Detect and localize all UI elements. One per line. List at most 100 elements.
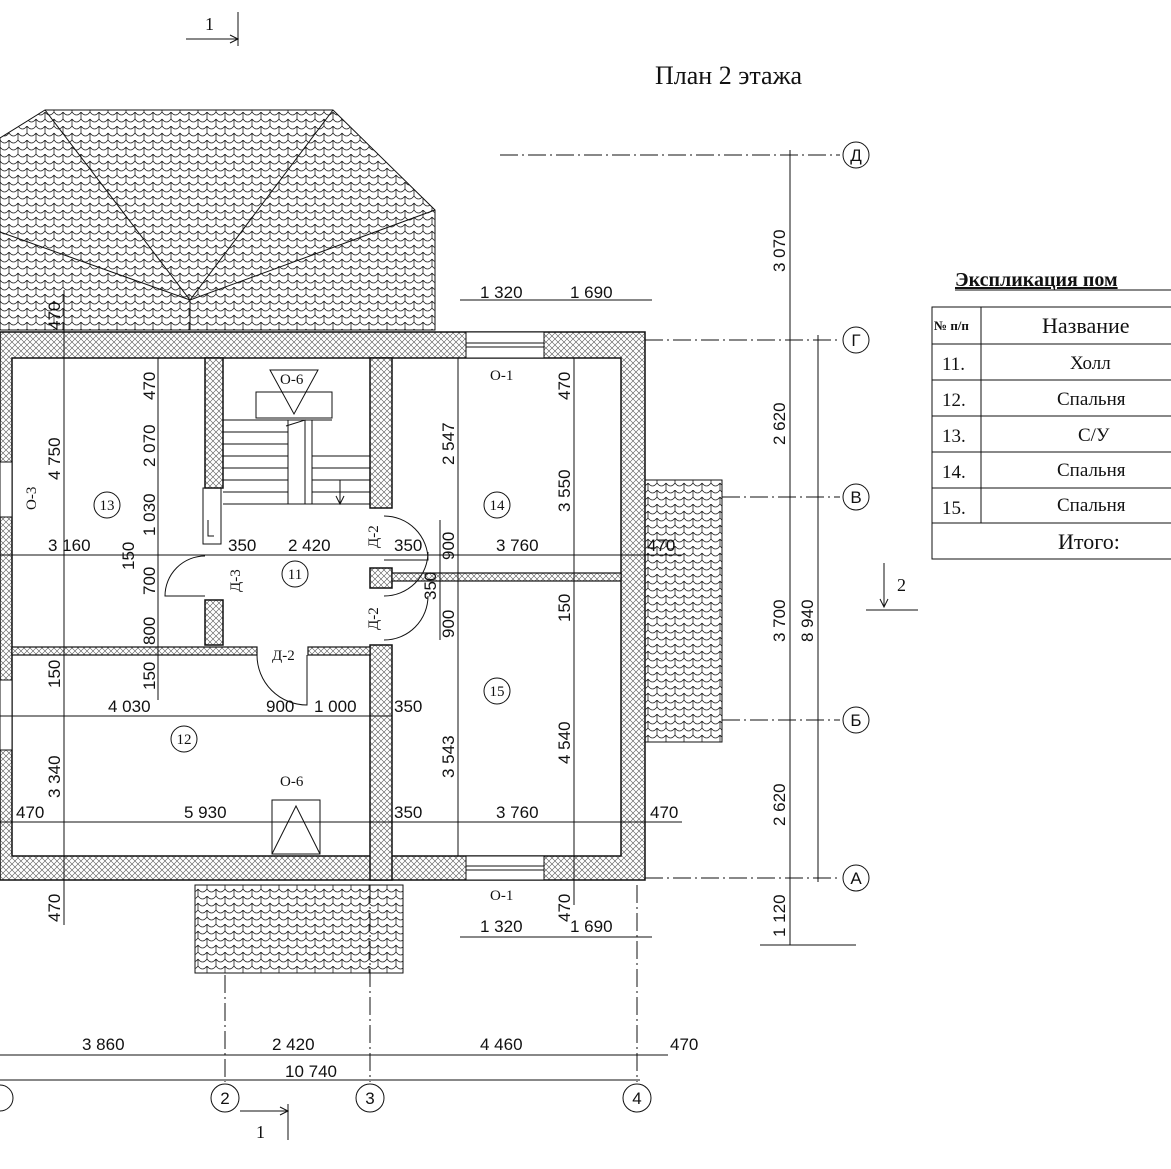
axis-bubble-2: [210, 1083, 240, 1113]
doors: [164, 515, 429, 706]
svg-text:1 690: 1 690: [570, 283, 613, 302]
svg-text:Д: Д: [850, 146, 862, 165]
svg-text:1: 1: [256, 1122, 265, 1142]
svg-text:2: 2: [220, 1089, 229, 1108]
svg-text:В: В: [850, 488, 861, 507]
axis-bubble-4: [622, 1083, 652, 1113]
room-marker-14: [483, 491, 511, 519]
svg-text:1 030: 1 030: [140, 493, 159, 536]
svg-text:470: 470: [647, 536, 675, 555]
section-mark-top: 1: [186, 12, 240, 46]
skylight-bottom: [271, 799, 321, 855]
plan-title: План 2 этажа: [655, 61, 803, 90]
col-header-num: № п/п: [934, 318, 969, 333]
room-schedule-table: Экспликация пом № п/п Название 11. Холл …: [931, 269, 1171, 560]
svg-text:2 420: 2 420: [288, 536, 331, 555]
svg-text:О-1: О-1: [490, 888, 513, 904]
svg-text:800: 800: [140, 617, 159, 645]
svg-text:150: 150: [140, 662, 159, 690]
walls: [0, 331, 646, 881]
svg-text:4: 4: [632, 1089, 641, 1108]
axis-bubbles: Д Г В Б А 2 3 4: [0, 141, 870, 1113]
svg-text:350: 350: [394, 697, 422, 716]
table-title: Экспликация пом: [955, 269, 1118, 291]
axis-bubble-3: [355, 1083, 385, 1113]
roof-main: [0, 109, 436, 331]
svg-text:2 620: 2 620: [770, 783, 789, 826]
svg-text:3 070: 3 070: [770, 229, 789, 272]
svg-text:5 930: 5 930: [184, 803, 227, 822]
table-row-num: 11.: [942, 354, 965, 375]
svg-text:470: 470: [140, 372, 159, 400]
svg-text:3 550: 3 550: [555, 469, 574, 512]
section-mark-bottom: 1: [240, 1104, 290, 1142]
svg-text:470: 470: [16, 803, 44, 822]
svg-text:470: 470: [555, 894, 574, 922]
svg-text:1 000: 1 000: [314, 697, 357, 716]
svg-text:Д-2: Д-2: [272, 648, 295, 664]
roof-right: [644, 479, 723, 743]
svg-text:470: 470: [555, 372, 574, 400]
svg-text:350: 350: [394, 536, 422, 555]
svg-text:4 030: 4 030: [108, 697, 151, 716]
table-row-name: Спальня: [1057, 495, 1126, 516]
svg-text:350: 350: [394, 803, 422, 822]
svg-text:700: 700: [140, 567, 159, 595]
svg-text:1 690: 1 690: [570, 917, 613, 936]
svg-text:8 940: 8 940: [798, 599, 817, 642]
room-labels: 13 11 14 15 12: [93, 491, 511, 753]
svg-text:3 760: 3 760: [496, 536, 539, 555]
svg-text:470: 470: [650, 803, 678, 822]
svg-text:О-6: О-6: [280, 774, 304, 790]
axis-bubble-b: [842, 706, 870, 734]
axis-bubble-v: [842, 483, 870, 511]
svg-text:470: 470: [45, 894, 64, 922]
svg-text:13: 13: [100, 498, 115, 514]
table-row-name: Холл: [1070, 353, 1111, 374]
svg-text:О-1: О-1: [490, 368, 513, 384]
dimension-labels: 1 320 1 690 1 320 1 690 3 070 2 620 3 70…: [16, 229, 817, 1081]
svg-text:900: 900: [439, 532, 458, 560]
table-row-num: 15.: [942, 498, 966, 519]
table-row-name: Спальня: [1057, 389, 1126, 410]
table-row-name: Спальня: [1057, 460, 1126, 481]
room-marker-15: [483, 677, 511, 705]
svg-text:150: 150: [45, 660, 64, 688]
col-header-name: Название: [1042, 313, 1130, 338]
axis-bubble-g: [842, 326, 870, 354]
room-marker-12: [170, 725, 198, 753]
roof-bottom: [194, 884, 404, 974]
svg-text:150: 150: [119, 542, 138, 570]
svg-text:900: 900: [266, 697, 294, 716]
svg-text:470: 470: [45, 302, 64, 330]
dimension-lines: [0, 150, 856, 1081]
svg-text:2 620: 2 620: [770, 402, 789, 445]
svg-text:1 120: 1 120: [770, 894, 789, 937]
svg-text:2 547: 2 547: [439, 422, 458, 465]
svg-text:О-6: О-6: [280, 372, 304, 388]
svg-text:350: 350: [228, 536, 256, 555]
svg-text:3: 3: [365, 1089, 374, 1108]
svg-text:11: 11: [288, 567, 302, 583]
svg-text:Д-2: Д-2: [366, 607, 382, 630]
svg-text:2 070: 2 070: [140, 424, 159, 467]
svg-text:О-3: О-3: [24, 487, 40, 510]
svg-text:470: 470: [670, 1035, 698, 1054]
svg-text:350: 350: [421, 572, 440, 600]
table-row-num: 13.: [942, 426, 966, 447]
svg-text:А: А: [850, 869, 862, 888]
svg-text:3 760: 3 760: [496, 803, 539, 822]
svg-text:900: 900: [439, 610, 458, 638]
svg-text:4 540: 4 540: [555, 721, 574, 764]
svg-text:4 460: 4 460: [480, 1035, 523, 1054]
svg-text:10 740: 10 740: [285, 1062, 337, 1081]
svg-text:14: 14: [490, 498, 506, 514]
staircase: [202, 369, 370, 545]
svg-text:1 320: 1 320: [480, 283, 523, 302]
opening-labels: О-1 О-1 О-6 О-6 О-3 Д-2 Д-2 Д-2 Д-3: [24, 368, 513, 904]
svg-text:3 543: 3 543: [439, 735, 458, 778]
svg-text:Д-3: Д-3: [228, 569, 244, 592]
svg-text:1: 1: [205, 14, 214, 34]
axis-bubble-a: [842, 864, 870, 892]
